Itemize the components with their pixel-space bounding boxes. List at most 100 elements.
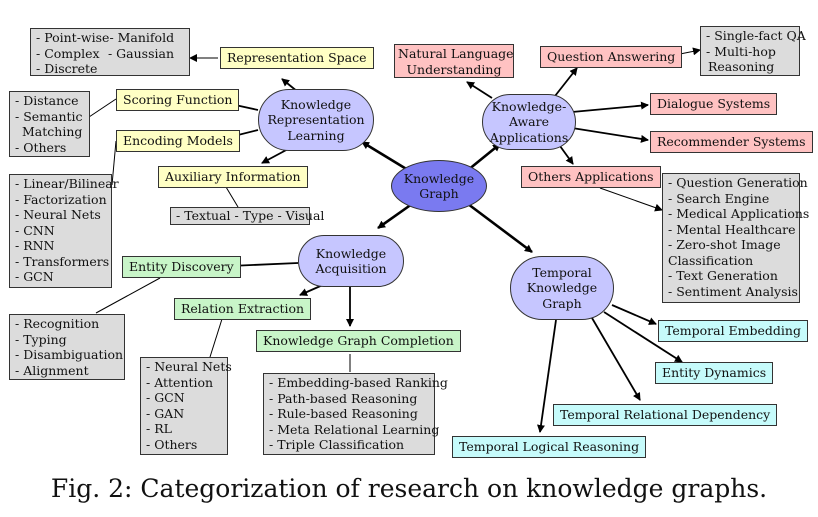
kg-completion-box: Knowledge Graph Completion — [256, 330, 461, 352]
encoding-item-5: - RNN — [15, 238, 55, 253]
temporal-logical-reasoning-box: Temporal Logical Reasoning — [452, 436, 647, 458]
entity-discovery-label: Entity Discovery — [129, 259, 234, 274]
encoding-item-4: - CNN — [15, 222, 55, 238]
entity-dynamics-label: Entity Dynamics — [662, 365, 767, 380]
scoring-item-2: - Semantic — [15, 108, 83, 124]
qa-item-3: Reasoning — [708, 59, 775, 74]
core-line-2: Graph — [419, 186, 459, 201]
others-applications-box: Others Applications — [521, 166, 661, 188]
krl-node: Knowledge Representation Learning — [258, 89, 374, 151]
others-applications-label: Others Applications — [528, 169, 654, 184]
encoding-item-2: - Factorization — [15, 191, 107, 207]
dialogue-systems-label: Dialogue Systems — [657, 96, 771, 111]
temporal-embedding-box: Temporal Embedding — [658, 320, 808, 342]
auxiliary-information-list: - Textual - Type - Visual — [170, 207, 325, 225]
kaa-line-2: Aware — [509, 114, 549, 130]
kg-completion-list: - Embedding-based Ranking - Path-based R… — [263, 373, 448, 455]
scoring-function-label: Scoring Function — [123, 92, 233, 107]
recommender-systems-box: Recommender Systems — [650, 131, 813, 153]
aux-item-1: - Textual - Type - Visual — [176, 208, 325, 223]
relation-item-2: - Attention — [146, 374, 214, 390]
tkg-node: Temporal Knowledge Graph — [510, 256, 614, 320]
edge-others-list — [599, 187, 663, 212]
encoding-item-3: - Neural Nets — [15, 207, 101, 222]
others-applications-list: - Question Generation - Search Engine - … — [662, 173, 810, 303]
kgc-item-2: - Path-based Reasoning — [269, 390, 418, 406]
relation-item-1: - Neural Nets — [146, 359, 232, 374]
edge-kaa-dialogue — [571, 101, 649, 113]
relation-extraction-box: Relation Extraction — [174, 298, 312, 320]
repspace-item-5: - Discrete — [36, 61, 98, 76]
krl-line-1: Knowledge — [280, 96, 352, 112]
tkg-line-1: Temporal — [532, 264, 592, 280]
entity-discovery-list: - Recognition - Typing - Disambiguation … — [9, 314, 125, 380]
scoring-item-3: Matching — [22, 124, 83, 139]
edge-kaa-recommender — [571, 127, 649, 143]
temporal-relational-dependency-label: Temporal Relational Dependency — [560, 407, 771, 422]
question-answering-list: - Single-fact QA - Multi-hop Reasoning — [700, 26, 806, 76]
edge-ka-entity — [229, 261, 299, 270]
tkg-line-2: Knowledge — [526, 280, 598, 296]
edge-core-tkg — [467, 202, 533, 254]
encoding-item-6: - Transformers — [15, 253, 110, 269]
recommender-systems-label: Recommender Systems — [657, 134, 806, 149]
core-line-1: Knowledge — [403, 170, 475, 186]
dialogue-systems-box: Dialogue Systems — [650, 93, 778, 115]
relation-item-5: - RL — [146, 421, 172, 436]
kgc-item-4: - Meta Relational Learning — [269, 421, 440, 437]
edge-core-krl — [361, 140, 409, 172]
kgc-item-1: - Embedding-based Ranking — [269, 375, 448, 390]
temporal-relational-dependency-box: Temporal Relational Dependency — [553, 404, 778, 426]
edge-aux-list — [225, 186, 239, 208]
encoding-models-box: Encoding Models — [116, 130, 240, 152]
representation-space-list: - Point-wise - Manifold - Complex - Gaus… — [30, 28, 190, 76]
edge-tkg-embedding — [611, 304, 657, 325]
others-item-7: - Text Generation — [668, 268, 778, 283]
edge-tkg-dependency — [591, 317, 641, 401]
auxiliary-information-label: Auxiliary Information — [165, 169, 301, 184]
auxiliary-information-box: Auxiliary Information — [158, 166, 308, 188]
encoding-models-label: Encoding Models — [123, 133, 233, 148]
edge-entity-list — [95, 277, 161, 314]
others-item-5: - Zero-shot Image — [668, 237, 781, 252]
entity-item-1: - Recognition — [15, 316, 100, 331]
encoding-item-1: - Linear/Bilinear — [15, 176, 119, 191]
question-answering-label: Question Answering — [547, 49, 676, 64]
relation-extraction-list: - Neural Nets - Attention - GCN - GAN - … — [140, 357, 232, 455]
others-item-4: - Mental Healthcare — [668, 221, 796, 237]
relation-item-4: - GAN — [146, 405, 185, 421]
kaa-line-3: Applications — [489, 129, 569, 145]
temporal-embedding-label: Temporal Embedding — [665, 323, 801, 338]
others-item-3: - Medical Applications — [668, 206, 810, 221]
scoring-item-1: - Distance — [15, 93, 79, 108]
repspace-item-3: - Complex — [36, 45, 100, 61]
kaa-line-1: Knowledge- — [491, 98, 567, 114]
others-item-6: Classification — [668, 252, 754, 268]
kaa-node: Knowledge- Aware Applications — [482, 94, 576, 150]
qa-item-1: - Single-fact QA — [706, 28, 806, 43]
krl-line-3: Learning — [287, 127, 345, 143]
nlu-line-2: Understanding — [406, 61, 502, 77]
edge-kaa-others — [559, 145, 574, 165]
entity-item-3: - Disambiguation — [15, 347, 124, 362]
scoring-function-box: Scoring Function — [116, 89, 240, 111]
edge-core-ka — [377, 202, 413, 230]
entity-dynamics-box: Entity Dynamics — [655, 362, 774, 384]
temporal-logical-reasoning-label: Temporal Logical Reasoning — [459, 439, 640, 454]
qa-item-2: - Multi-hop — [706, 43, 776, 59]
encoding-item-7: - GCN — [15, 269, 54, 284]
others-item-2: - Search Engine — [668, 190, 770, 206]
ka-node: Knowledge Acquisition — [298, 235, 404, 287]
ka-line-1: Knowledge — [315, 245, 387, 261]
scoring-function-list: - Distance - Semantic Matching - Others — [9, 91, 90, 157]
question-answering-box: Question Answering — [540, 46, 683, 68]
edge-kaa-nlu — [466, 81, 493, 99]
entity-discovery-box: Entity Discovery — [122, 256, 241, 278]
repspace-item-4: - Gaussian — [107, 45, 174, 61]
entity-item-4: - Alignment — [15, 362, 89, 378]
krl-line-2: Representation — [267, 112, 365, 128]
ka-line-2: Acquisition — [315, 261, 387, 276]
figure-caption: Fig. 2: Categorization of research on kn… — [50, 474, 768, 503]
representation-space-box: Representation Space — [220, 47, 374, 69]
